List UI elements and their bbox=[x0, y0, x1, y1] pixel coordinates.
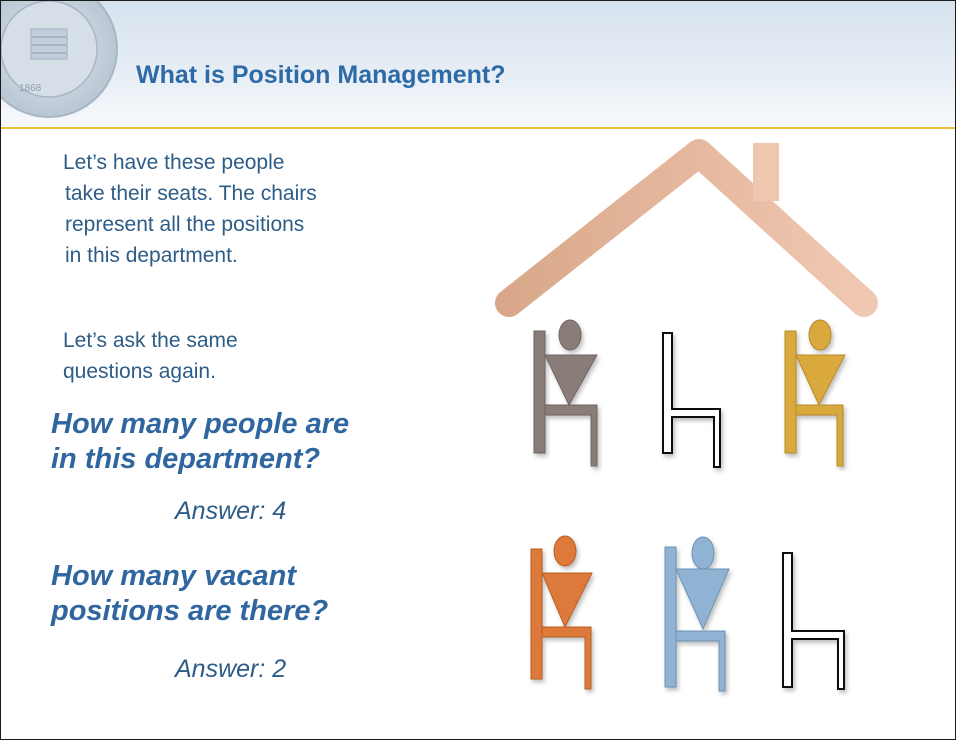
question-people-count: How many people are in this department? bbox=[51, 407, 349, 477]
intro-line: take their seats. The chairs bbox=[65, 182, 317, 205]
seated-person-icon bbox=[533, 319, 598, 467]
prompt-paragraph: Let’s ask the same questions again. bbox=[63, 325, 238, 387]
house-roof-icon bbox=[495, 139, 878, 317]
intro-line: in this department. bbox=[65, 244, 238, 267]
question-line: in this department? bbox=[51, 443, 321, 475]
prompt-line: questions again. bbox=[63, 360, 216, 383]
empty-chair-icon bbox=[782, 552, 845, 690]
seated-person-icon bbox=[784, 319, 846, 467]
seated-person-icon bbox=[530, 535, 593, 690]
empty-chair-icon bbox=[662, 332, 721, 468]
question-vacant-positions: How many vacant positions are there? bbox=[51, 559, 328, 629]
intro-paragraph: Let’s have these people take their seats… bbox=[63, 147, 317, 271]
slide-title: What is Position Management? bbox=[136, 61, 506, 89]
university-seal-logo: 1868 bbox=[1, 1, 118, 118]
seated-person-icon bbox=[664, 536, 730, 692]
answer-vacant-positions: Answer: 2 bbox=[175, 655, 287, 683]
question-line: How many people are bbox=[51, 408, 350, 440]
answer-people-count: Answer: 4 bbox=[175, 497, 287, 525]
prompt-line: Let’s ask the same bbox=[63, 329, 238, 352]
svg-text:1868: 1868 bbox=[19, 83, 42, 94]
slide-header: 1868 What is Position Management? bbox=[1, 1, 955, 129]
question-line: positions are there? bbox=[51, 595, 329, 627]
intro-line: Let’s have these people bbox=[63, 151, 285, 174]
intro-line: represent all the positions bbox=[65, 213, 305, 236]
question-line: How many vacant bbox=[51, 560, 296, 592]
